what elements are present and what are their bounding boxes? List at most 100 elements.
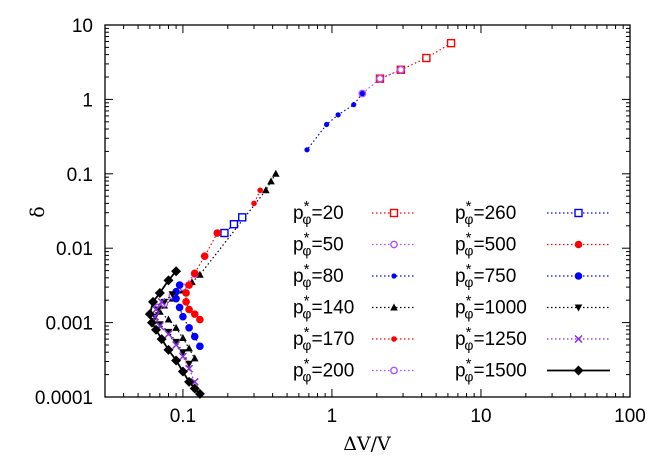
- data-point: [396, 65, 405, 74]
- data-point: [157, 297, 166, 306]
- data-point: [144, 309, 155, 320]
- data-point: [156, 321, 164, 329]
- x-tick-label: 1: [327, 406, 338, 427]
- legend-item-20: p*φ=20: [293, 198, 416, 227]
- data-point: [194, 388, 205, 399]
- data-point: [172, 340, 181, 350]
- data-point: [179, 334, 187, 342]
- legend-label: p*φ=20: [293, 198, 344, 227]
- data-point: [190, 354, 199, 362]
- series-line: [379, 42, 452, 80]
- legend-label: p*φ=50: [293, 230, 344, 259]
- legend-label: p*φ=1250: [455, 324, 527, 353]
- x-tick-label: 0.1: [170, 406, 196, 427]
- data-point: [190, 310, 199, 318]
- data-point: [229, 220, 239, 229]
- legend-marker: [574, 272, 583, 280]
- data-point: [190, 377, 199, 386]
- data-point: [171, 355, 182, 366]
- data-point: [156, 334, 167, 345]
- data-point: [335, 112, 341, 118]
- data-point: [446, 38, 456, 48]
- series-layer: [144, 38, 456, 399]
- y-tick-label: 1: [82, 90, 93, 111]
- data-point: [200, 252, 209, 261]
- series-1250: [151, 297, 199, 386]
- data-point: [185, 281, 193, 289]
- series-170: [251, 187, 263, 207]
- legend-label: p*φ=750: [455, 261, 516, 290]
- data-point: [304, 147, 310, 153]
- data-point: [251, 200, 257, 207]
- y-tick-label: 10: [72, 16, 93, 37]
- data-point: [177, 366, 188, 377]
- legend-item-260: p*φ=260: [455, 198, 610, 227]
- data-point: [185, 360, 193, 368]
- data-point: [171, 266, 182, 277]
- legend-item-170: p*φ=170: [293, 324, 416, 353]
- data-point: [148, 296, 159, 307]
- data-point: [146, 317, 157, 328]
- legend-marker: [391, 336, 397, 342]
- legend-item-50: p*φ=50: [293, 230, 416, 259]
- y-tick-label: 0.0001: [35, 388, 93, 409]
- data-point: [151, 324, 162, 335]
- data-point: [185, 324, 193, 332]
- data-point: [257, 187, 263, 194]
- legend-marker: [390, 303, 398, 311]
- legend-item-1000: p*φ=1000: [455, 293, 610, 322]
- series-500: [182, 229, 222, 324]
- y-tick-label: 0.001: [45, 314, 93, 335]
- data-point: [179, 349, 187, 357]
- data-point: [272, 169, 280, 177]
- legend-item-200: p*φ=200: [293, 356, 416, 385]
- data-point: [151, 305, 161, 314]
- y-axis-title: δ: [27, 206, 49, 217]
- data-point: [184, 376, 195, 387]
- data-point: [351, 102, 357, 108]
- data-point: [172, 338, 180, 346]
- legend-marker: [574, 240, 583, 249]
- data-point: [164, 330, 173, 339]
- data-point: [185, 344, 193, 352]
- legend-marker: [391, 273, 397, 279]
- series-750: [172, 281, 204, 351]
- data-point: [196, 315, 204, 324]
- data-point: [267, 177, 275, 185]
- legend-label: p*φ=80: [293, 261, 344, 290]
- legend-item-500: p*φ=500: [455, 230, 610, 259]
- data-point: [190, 269, 199, 278]
- plot-area: [104, 24, 631, 398]
- data-point: [185, 305, 193, 314]
- x-tick-label: 10: [470, 406, 491, 427]
- legend-item-140: p*φ=140: [293, 293, 416, 322]
- x-tick-label: 100: [614, 406, 646, 427]
- legend-item-80: p*φ=80: [293, 261, 416, 290]
- data-point: [178, 352, 187, 361]
- data-point: [190, 332, 199, 341]
- series-line: [185, 232, 218, 320]
- legend-marker: [574, 304, 583, 312]
- data-point: [189, 383, 200, 394]
- legend-label: p*φ=260: [455, 198, 516, 227]
- data-point: [154, 306, 162, 314]
- data-point: [172, 294, 180, 303]
- legend-label: p*φ=140: [293, 293, 354, 322]
- data-point: [163, 344, 174, 355]
- legend-marker: [574, 334, 583, 344]
- legend-label: p*φ=1000: [455, 293, 527, 322]
- data-point: [154, 287, 165, 298]
- data-point: [220, 228, 229, 238]
- legend-marker: [389, 208, 399, 218]
- legend-item-1500: p*φ=1500: [455, 356, 610, 385]
- legend-label: p*φ=500: [455, 230, 516, 259]
- data-point: [196, 342, 204, 351]
- data-point: [376, 74, 384, 83]
- data-point: [164, 328, 173, 336]
- data-point: [238, 213, 247, 222]
- data-point: [182, 289, 190, 297]
- data-point: [422, 53, 431, 63]
